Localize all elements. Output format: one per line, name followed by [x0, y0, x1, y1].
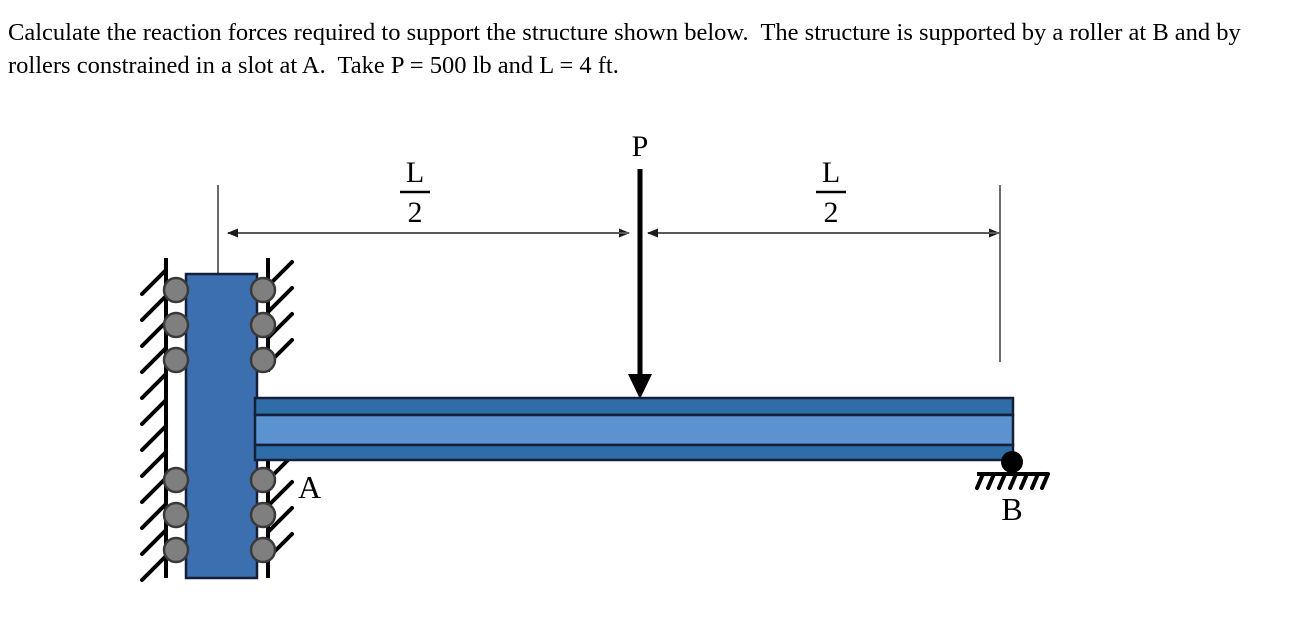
dimension-right-half: L 2 [647, 156, 1000, 238]
roller-icon [249, 466, 277, 494]
dimension-left-numerator: L [406, 156, 424, 189]
roller-icon [249, 346, 277, 374]
support-A-rollers-lower [162, 466, 277, 564]
dimension-left-denominator: 2 [408, 196, 423, 229]
dimension-left-half: L 2 [227, 156, 630, 238]
structure-figure: L 2 L 2 P [0, 100, 1302, 620]
figure-canvas: L 2 L 2 P [140, 130, 1050, 582]
applied-load-P: P [628, 130, 652, 399]
roller-icon [249, 311, 277, 339]
roller-icon [249, 501, 277, 529]
roller-icon [162, 501, 190, 529]
pin-support-icon [1001, 451, 1023, 473]
vertical-column [184, 272, 259, 580]
ground-hatching [975, 472, 1050, 490]
support-label-B: B [1001, 491, 1022, 527]
load-label-P: P [632, 130, 649, 163]
beam-top-flange [253, 396, 1015, 417]
roller-icon [162, 466, 190, 494]
beam-web [253, 413, 1015, 447]
roller-icon [162, 346, 190, 374]
dimension-extension-lines [217, 185, 1001, 362]
roller-icon [162, 536, 190, 564]
dimension-right-denominator: 2 [824, 196, 839, 229]
roller-icon [249, 276, 277, 304]
dimension-left-label: L 2 [400, 156, 430, 229]
roller-icon [162, 276, 190, 304]
load-arrowhead-icon [628, 374, 652, 399]
problem-statement: Calculate the reaction forces required t… [8, 19, 1247, 79]
roller-icon [162, 311, 190, 339]
slot-right-wall-upper-hatching [266, 260, 294, 366]
support-label-A: A [298, 469, 321, 505]
horizontal-beam [253, 396, 1015, 462]
dimension-right-numerator: L [822, 156, 840, 189]
support-B: B [975, 451, 1050, 527]
roller-icon [249, 536, 277, 564]
dimension-right-label: L 2 [816, 156, 846, 229]
support-A-rollers-upper [162, 276, 277, 374]
beam-bottom-flange [253, 443, 1015, 462]
slot-left-wall-hatching [140, 268, 168, 582]
